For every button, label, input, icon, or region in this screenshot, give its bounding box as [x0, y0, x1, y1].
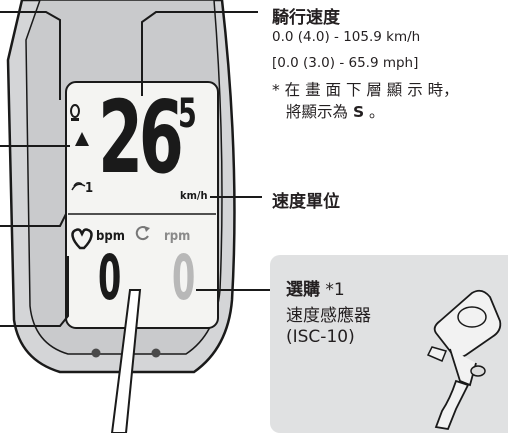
speed-note-line2: 將顯示為 S 。: [286, 101, 385, 123]
heart-value-lcd: 0: [98, 241, 122, 314]
cadence-unit-lcd: rpm: [164, 229, 191, 244]
sensor-id-icon: [71, 182, 86, 191]
speed-range-kmh: 0.0 (4.0) - 105.9 km/h: [272, 29, 421, 45]
sensor-name: 速度感應器: [286, 306, 371, 326]
speed-title: 騎行速度: [272, 8, 340, 28]
heart-unit-lcd: bpm: [96, 229, 125, 244]
heart-rate-icon: [71, 228, 93, 250]
speed-note-line1: * 在 畫 面 下 層 顯 示 時，: [272, 81, 459, 99]
option-label: 選購: [286, 280, 320, 300]
speed-sensor-image: [426, 289, 502, 431]
sensor-model: (ISC-10): [286, 327, 355, 347]
unit-title: 速度單位: [272, 192, 340, 212]
speed-digits: 26: [98, 79, 184, 196]
option-ref: *1: [320, 280, 345, 300]
speed-unit-lcd: km/h: [180, 189, 208, 202]
compare-arrow-icon: [75, 132, 89, 146]
option-title-line: 選購 *1: [286, 275, 345, 300]
cadence-icon: [135, 226, 149, 241]
option-box: 選購 *1 速度感應器 (ISC-10): [270, 255, 508, 433]
speed-note-s: S: [352, 103, 365, 121]
sensor-number: 1: [85, 181, 94, 196]
device-button-left: [91, 348, 101, 358]
speed-note-prefix: 將顯示為: [286, 103, 353, 121]
device-button-right: [151, 348, 161, 358]
speed-note-suffix: 。: [364, 103, 385, 121]
sensor-signal-icon: [70, 104, 80, 121]
speed-range-mph: [0.0 (3.0) - 65.9 mph]: [272, 55, 419, 71]
cadence-value-lcd: 0: [172, 241, 196, 314]
speed-decimal: 5: [178, 91, 197, 137]
